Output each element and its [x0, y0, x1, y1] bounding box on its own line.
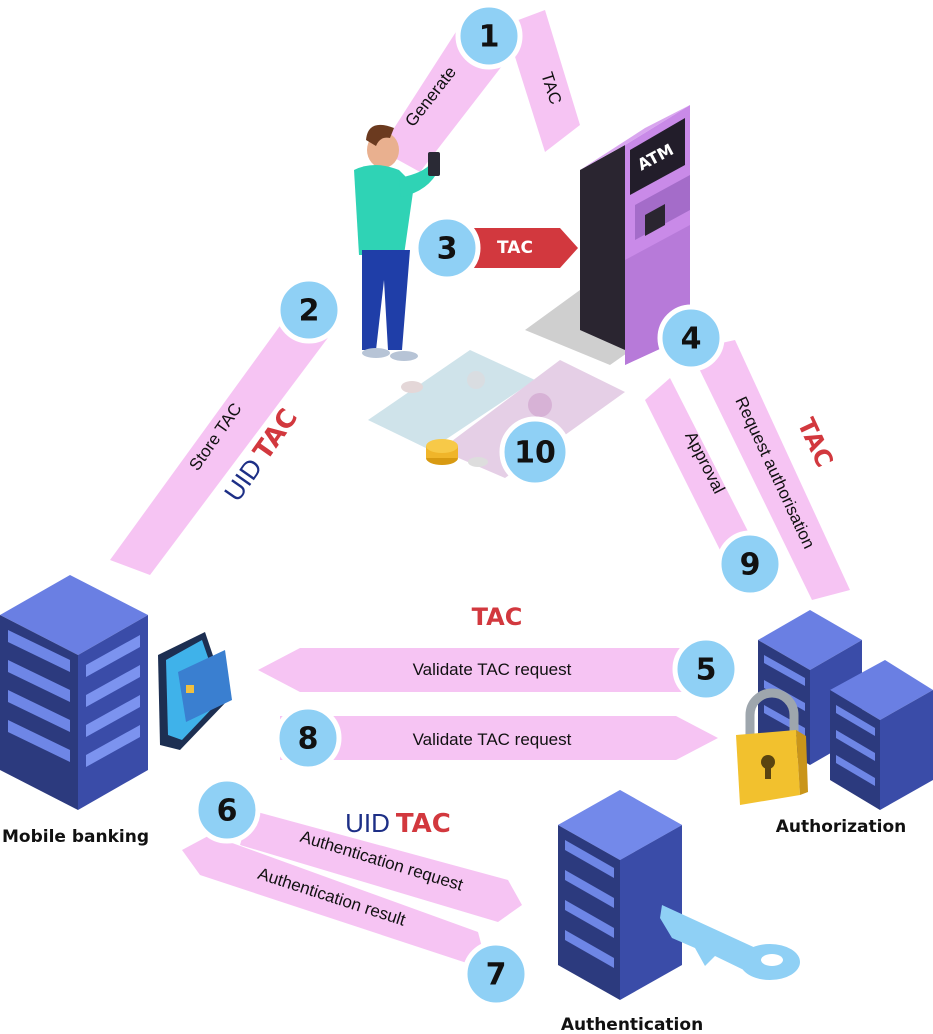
person-with-phone	[354, 124, 440, 361]
label-validate-1: Validate TAC request	[413, 660, 572, 679]
step-badge-8: 8	[274, 704, 342, 772]
svg-text:8: 8	[298, 722, 319, 757]
step-badge-1: 1	[455, 2, 523, 70]
svg-text:1: 1	[479, 20, 500, 55]
band-auth-result	[182, 835, 488, 970]
banknotes-icon	[368, 350, 625, 478]
step-badge-7: 7	[462, 940, 530, 1008]
phone-icon	[428, 152, 440, 176]
band-approval	[645, 378, 760, 570]
band-validate-1	[258, 648, 690, 692]
key-icon	[660, 905, 800, 980]
svg-text:6: 6	[217, 794, 238, 829]
label-validate-2: Validate TAC request	[413, 730, 572, 749]
svg-text:7: 7	[486, 958, 507, 993]
caption-mobile-banking: Mobile banking	[2, 827, 149, 847]
step-badge-5: 5	[672, 635, 740, 703]
step-badge-10: 10	[499, 416, 571, 488]
authentication-server	[558, 790, 682, 1000]
band-auth-request	[240, 810, 522, 922]
svg-text:5: 5	[696, 653, 717, 688]
band-store-tac	[110, 312, 330, 575]
svg-text:10: 10	[514, 436, 556, 471]
mobile-banking-server	[0, 575, 148, 810]
band-tac-top	[505, 10, 580, 152]
caption-authentication: Authentication	[561, 1015, 703, 1034]
label-tac-right: TAC	[792, 414, 839, 472]
svg-text:9: 9	[740, 548, 761, 583]
caption-authorization: Authorization	[776, 817, 906, 837]
padlock-icon	[736, 688, 808, 805]
atm-screen	[630, 118, 685, 195]
svg-text:4: 4	[681, 322, 702, 357]
tac-arrow-label: TAC	[497, 238, 533, 258]
svg-text:3: 3	[437, 232, 458, 267]
step-badge-2: 2	[275, 276, 343, 344]
band-request-authorisation	[690, 340, 850, 600]
band-validate-2	[280, 716, 718, 760]
tac-arrow-3: TAC	[455, 228, 578, 268]
step-badge-3: 3	[413, 214, 481, 282]
step-badge-6: 6	[193, 776, 261, 844]
mobile-phone-card-icon	[158, 632, 232, 750]
label-tac-mid: TAC	[472, 603, 523, 631]
step-badge-4: 4	[657, 304, 725, 372]
svg-text:2: 2	[299, 294, 320, 329]
coins-icon	[426, 439, 488, 467]
step-badge-9: 9	[716, 530, 784, 598]
